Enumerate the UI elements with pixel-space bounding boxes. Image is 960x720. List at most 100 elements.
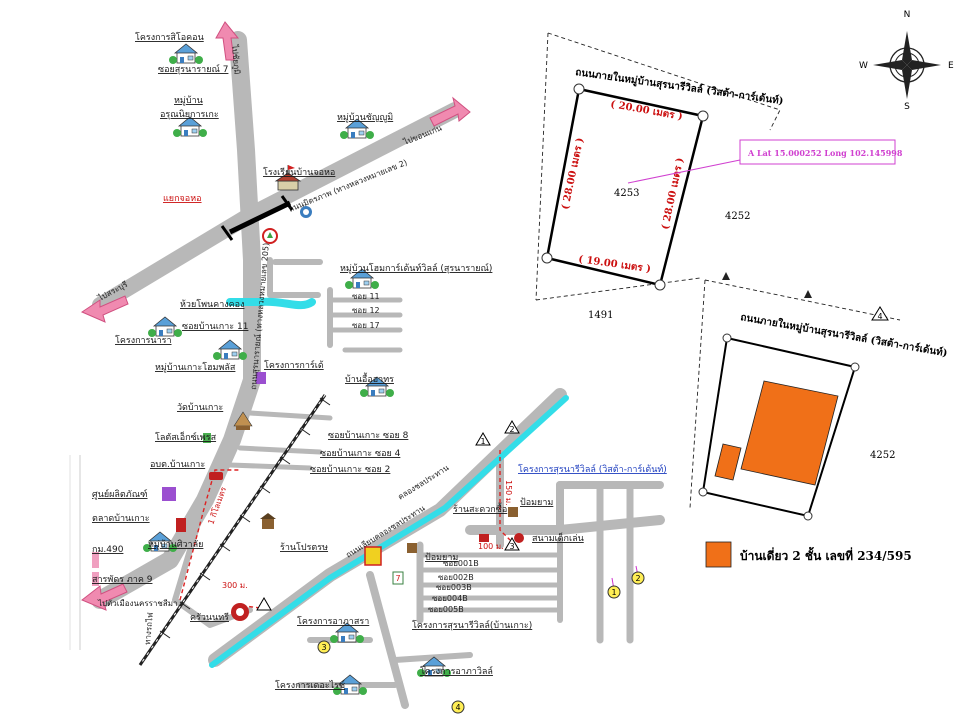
- label-obt: อบต.บ้านเกาะ: [150, 459, 205, 470]
- label-km490: กม.490: [92, 545, 124, 555]
- svg-text:4: 4: [877, 312, 882, 321]
- label-huai-pho: ห้วยโพนคางคอง: [180, 299, 244, 310]
- plot-top-dim-bottom: ( 19.00 เมตร ): [578, 254, 652, 275]
- school-icon: [274, 165, 302, 191]
- label-school: โรงเรียนบ้านจอหอ: [263, 167, 335, 178]
- svg-text:N: N: [904, 10, 911, 20]
- label-soi004: ซอย004B: [432, 594, 468, 603]
- direction-arrows: [80, 21, 471, 611]
- label-krua: ครัวนนทรี: [190, 612, 229, 623]
- legend: บ้านเดี่ยว 2 ชั้น เลขที่ 234/595: [705, 541, 912, 568]
- label-proj-surin-villa: โครงการสุรนารีวิลล์ (วิสต้า-การ์เด้นท์): [518, 463, 667, 475]
- plot-top-road-name: ถนนภายในหมู่บ้านสุรนารีวิลล์ (วิสต้า-การ…: [574, 65, 784, 108]
- plot-top-id: 4253: [614, 188, 639, 199]
- building-pink-icon-2: [92, 572, 99, 586]
- label-kratong: ร้านโปรตรษ: [280, 542, 328, 553]
- label-soi002: ซอย002B: [438, 573, 474, 582]
- compass-rose: N S E W: [859, 10, 954, 112]
- logo-icon: [300, 206, 312, 218]
- plot-bottom-neighbor-east: 4252: [870, 450, 895, 461]
- svg-text:1: 1: [480, 437, 485, 446]
- label-proj-atchanya: โครงการอาภาวิลล์: [420, 665, 493, 677]
- label-soi001: ซอย001B: [443, 559, 479, 568]
- label-market: ตลาดบ้านเกาะ: [92, 513, 150, 524]
- label-proj-karat-tae: โครงการการ์เด้: [264, 359, 324, 371]
- svg-text:1: 1: [611, 588, 616, 597]
- label-moo-bankoh-homeplus: หมู่บ้านเกาะโฮมพลัส: [155, 362, 236, 373]
- huai-pho-stream: [226, 297, 316, 310]
- building-green-icon: [203, 433, 211, 443]
- svg-text:S: S: [904, 102, 910, 112]
- playground-icon: [514, 533, 524, 543]
- temple-icon: [233, 411, 253, 430]
- label-shop-ptt: ร้านสะดวกซื้อ: [453, 502, 507, 515]
- canal: [209, 395, 569, 668]
- route-dashed: [179, 450, 511, 609]
- coordinate-box: [739, 139, 896, 165]
- plot-top-diagram: ถนนภายในหมู่บ้านสุรนารีวิลล์ (วิสต้า-การ…: [535, 32, 903, 321]
- label-lotus: โลตัสเอ็กซ์เพรส: [155, 430, 217, 443]
- label-proj-the-rinu: โครงการเดอะไรซ์: [275, 679, 345, 691]
- label-soi-bankoh2: ซอยบ้านเกาะ ซอย 2: [310, 464, 390, 475]
- arrow-chaiyaphum: [215, 21, 240, 61]
- legend-label: บ้านเดี่ยว 2 ชั้น เลขที่ 234/595: [740, 546, 912, 563]
- guard-house-icon-2: [407, 543, 417, 553]
- building-purple-icon: [256, 372, 266, 384]
- svg-text:3: 3: [509, 542, 514, 551]
- plot-top-neighbor-east: 4252: [725, 211, 750, 222]
- misc-icons: 7: [92, 165, 524, 621]
- plot-bottom-road-name: ถนนภายในหมู่บ้านสุรนารีวิลล์ (วิสต้า-การ…: [739, 310, 948, 360]
- label-railway: ทางรถไฟ: [143, 612, 155, 645]
- bank-icon: [262, 228, 278, 244]
- car-icon-2: [231, 603, 249, 621]
- svg-text:4: 4: [455, 703, 460, 712]
- label-moo-chanyapoom: หมู่บ้านชัญญูมิ: [337, 112, 393, 123]
- guard-house-icon: [508, 507, 518, 517]
- label-proj-surin-bankoh: โครงการสุรนารีวิลล์(บ้านเกาะ): [412, 619, 532, 631]
- seven-eleven-icon: 7: [392, 571, 404, 585]
- plot-bottom-diagram: ถนนภายในหมู่บ้านสุรนารีวิลล์ (วิสต้า-การ…: [689, 272, 949, 521]
- svg-text:3: 3: [321, 643, 326, 652]
- label-moo-kasa: หมู่บ้านศิวาลัย: [148, 539, 203, 550]
- label-soi-bankoh4: ซอยบ้านเกาะ ซอย 4: [320, 448, 401, 459]
- label-proj-siricon: โครงการสิโอคอน: [135, 32, 204, 43]
- house-footprint-annex: [714, 443, 742, 481]
- svg-text:2: 2: [509, 425, 514, 434]
- label-dist-300: 300 ม.: [222, 581, 248, 590]
- yellow-markers: 1 2 3 4: [317, 565, 645, 714]
- label-soi-bankoh11: ซอยบ้านเกาะ 11: [182, 321, 248, 332]
- label-pom-sang: ป้อมยาม: [520, 497, 553, 508]
- label-to-nakhon: ไปตัวเมืองนครราชสีมา: [97, 599, 178, 608]
- plot-top-neighbor-south: 1491: [588, 310, 613, 321]
- label-soi-surnarai7: ซอยสุรนารายณ์ 7: [158, 63, 228, 75]
- label-sarnsrop: สารพัดร ภาค 9: [92, 575, 153, 585]
- coordinate-text: A Lat 15.000252 Long 102.145998: [747, 148, 903, 158]
- label-moo-ua: บ้านอื้ออาทร: [345, 372, 394, 385]
- route-signs: 1 2 3: [256, 420, 520, 611]
- label-moo-arun2: อรุณนิยการเกะ: [160, 109, 219, 120]
- label-moo-home-garden: หมู่บ้านโฮมการ์เด้นท์วิลล์ (สุรนารายณ์): [340, 262, 492, 274]
- label-canal: คลองชลประทาน: [396, 463, 451, 502]
- house-footprint-main: [740, 380, 839, 486]
- building-pink-icon: [92, 552, 99, 568]
- label-to-chaiyaphum: ไปชัยภูมิ: [229, 43, 242, 75]
- label-soi11: ซอย 11: [352, 292, 380, 301]
- arrow-khonkaen: [429, 96, 471, 127]
- label-soi12: ซอย 12: [352, 306, 380, 315]
- arrow-saraburi: [80, 295, 129, 323]
- label-proj-atchara: โครงการอาภาสรา: [297, 616, 369, 627]
- ptt-shop-icon: [364, 546, 382, 566]
- svg-text:E: E: [948, 61, 954, 71]
- legend-swatch: [705, 541, 732, 568]
- overpass-bar: [220, 195, 294, 241]
- building-purple-icon-2: [162, 487, 176, 501]
- label-dist-100: 100 ม.: [478, 542, 504, 551]
- label-saysamai: สนามเด็กเล่น: [532, 531, 584, 544]
- label-soi17: ซอย 17: [352, 321, 380, 330]
- label-proj-karat: โครงการนารา: [115, 335, 172, 346]
- svg-text:W: W: [859, 61, 868, 71]
- label-pom-sang2: ป้อมยาม: [425, 552, 458, 563]
- svg-text:2: 2: [635, 574, 640, 583]
- label-soi005: ซอย005B: [428, 605, 464, 614]
